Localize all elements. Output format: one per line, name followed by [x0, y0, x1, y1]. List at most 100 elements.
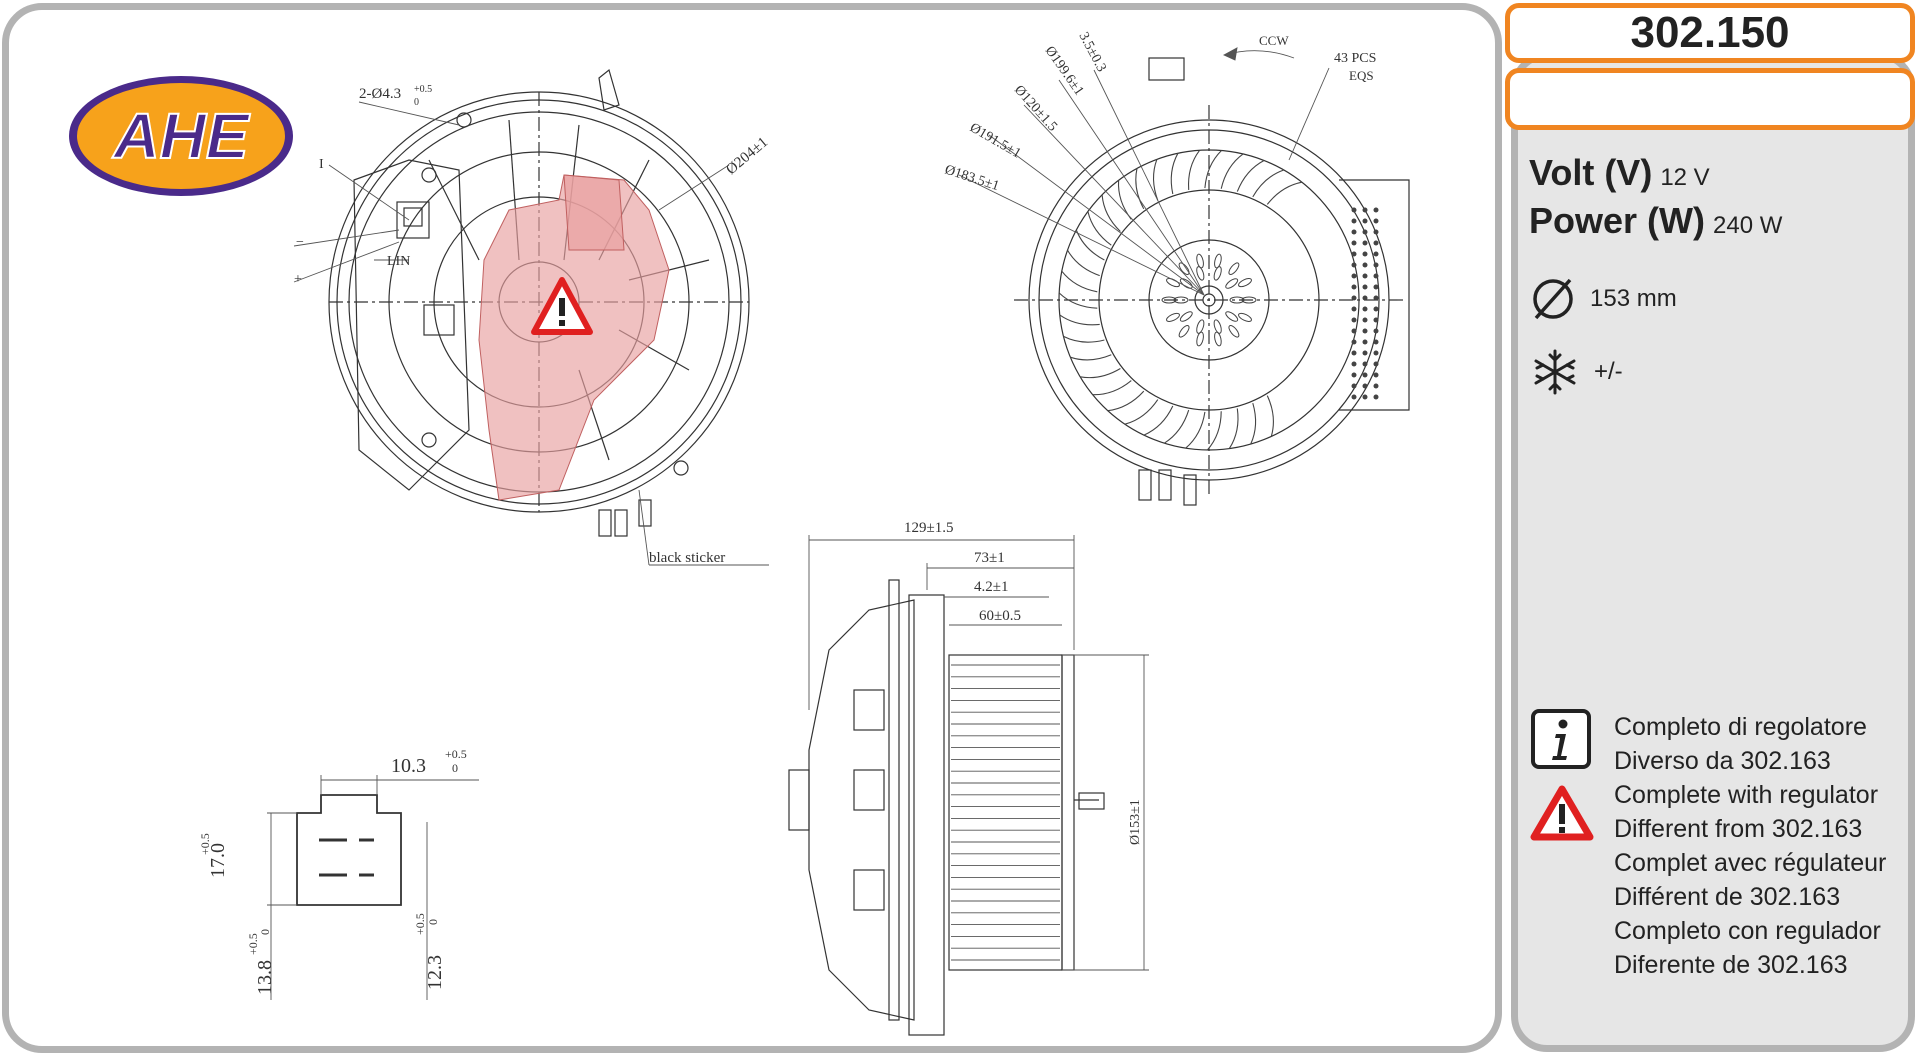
rear-view — [1014, 57, 1410, 506]
fan-blade — [1087, 211, 1112, 246]
regulator-pin — [1351, 306, 1357, 312]
label-conn-h: 17.0 — [207, 843, 229, 878]
regulator-pin — [1373, 240, 1379, 246]
warning-icon — [1530, 785, 1594, 841]
fan-blade — [1124, 399, 1159, 425]
regulator-pin — [1373, 229, 1379, 235]
label-holes: 2-Ø4.3 — [359, 86, 401, 102]
fan-blade — [1204, 150, 1222, 189]
label-plus: + — [294, 272, 302, 287]
spec-power: Power (W)240 W — [1529, 200, 1782, 242]
regulator-pin — [1351, 350, 1357, 356]
label-blades-eqs: EQS — [1349, 68, 1374, 83]
regulator-pin — [1362, 207, 1368, 213]
vent-slot — [1238, 312, 1252, 322]
fan-blade — [1170, 153, 1179, 195]
regulator-pin — [1362, 295, 1368, 301]
label-minus: − — [296, 235, 304, 250]
spec-ac: +/- — [1530, 348, 1623, 396]
note-line: Complet avec régulateur — [1614, 849, 1887, 877]
vent-slot — [1196, 331, 1204, 347]
vent-slot — [1241, 296, 1257, 304]
fan-blade — [1107, 390, 1145, 412]
label-1835: Ø183.5±1 — [943, 163, 1001, 195]
regulator-pin — [1351, 361, 1357, 367]
regulator-pin — [1362, 273, 1368, 279]
fan-blade — [1117, 180, 1132, 220]
regulator-pin — [1373, 350, 1379, 356]
vent-slot — [1161, 296, 1177, 304]
ahe-logo: AHE — [69, 76, 293, 196]
regulator-pin — [1373, 218, 1379, 224]
technical-drawing: AHE — [69, 30, 1410, 1036]
vent-slots — [1161, 253, 1257, 347]
ac-value: +/- — [1594, 358, 1623, 385]
fan-blade — [1135, 168, 1145, 210]
label-1996: Ø199.6±1 — [1042, 44, 1087, 99]
fan-blade — [1067, 249, 1100, 277]
vent-slot — [1178, 262, 1190, 275]
vent-slot — [1213, 319, 1222, 334]
regulator-pin — [1373, 394, 1379, 400]
label-conn-123-tol2: 0 — [426, 919, 440, 925]
regulator-pin — [1351, 273, 1357, 279]
regulator-pin — [1362, 284, 1368, 290]
label-lin: LIN — [387, 254, 410, 269]
regulator-pin — [1373, 306, 1379, 312]
fan-blade — [1152, 159, 1159, 201]
fan-blade — [1070, 354, 1112, 361]
vent-slot — [1238, 278, 1252, 288]
note-line: Diferente de 302.163 — [1614, 951, 1848, 979]
vent-slot — [1229, 296, 1245, 304]
regulator-pin — [1373, 361, 1379, 367]
regulator-pin — [1373, 372, 1379, 378]
side-view — [788, 579, 1105, 1036]
vent-slot — [1166, 278, 1180, 288]
vent-slot — [1214, 253, 1222, 269]
diameter-icon — [1533, 278, 1573, 320]
power-label: Power (W) — [1529, 200, 1705, 241]
vent-slot — [1178, 325, 1190, 338]
label-conn-123: 12.3 — [424, 955, 446, 990]
label-holes-tol2: 0 — [414, 97, 419, 108]
regulator-pin — [1351, 240, 1357, 246]
regulator-pin — [1373, 295, 1379, 301]
logo-text: AHE — [111, 100, 250, 172]
spec-panel — [1511, 52, 1915, 1052]
vent-slot — [1213, 266, 1222, 281]
vent-slot — [1196, 319, 1205, 334]
label-conn-h-tol: +0.5 — [198, 833, 212, 855]
regulator-pin — [1351, 229, 1357, 235]
connector-detail — [296, 794, 402, 906]
fan-blade — [1228, 408, 1239, 449]
fan-blade — [1220, 153, 1244, 189]
label-60: 60±0.5 — [979, 608, 1021, 624]
fan-blade — [1059, 314, 1100, 326]
regulator-pin — [1351, 383, 1357, 389]
label-conn-w-tol2: 0 — [452, 761, 458, 775]
regulator-pin — [1362, 372, 1368, 378]
note-line: Completo di regolatore — [1614, 713, 1867, 741]
regulator-pin — [1351, 328, 1357, 334]
label-i: I — [319, 157, 324, 172]
regulator-pin — [1362, 262, 1368, 268]
spec-volt: Volt (V)12 V — [1529, 152, 1710, 194]
notes-list: Completo di regolatore Diverso da 302.16… — [1614, 710, 1886, 982]
regulator-pin — [1351, 372, 1357, 378]
label-ccw: CCW — [1259, 33, 1289, 48]
label-conn-w-tol: +0.5 — [445, 747, 467, 761]
regulator-pin — [1362, 251, 1368, 257]
vent-slot — [1228, 325, 1240, 338]
fan-blade — [1250, 402, 1257, 445]
label-conn-138-tol2: 0 — [258, 929, 272, 935]
diameter-value: 153 mm — [1590, 285, 1677, 312]
label-blades-count: 43 PCS — [1334, 51, 1376, 66]
regulator-pin — [1373, 383, 1379, 389]
note-line: Different from 302.163 — [1614, 815, 1863, 843]
product-code: 302.150 — [1505, 3, 1915, 63]
label-129: 129±1.5 — [904, 520, 953, 536]
volt-value: 12 V — [1660, 164, 1710, 191]
spec-diameter: 153 mm — [1530, 276, 1677, 322]
fan-blade — [1206, 411, 1222, 451]
fan-blade — [1058, 292, 1098, 309]
